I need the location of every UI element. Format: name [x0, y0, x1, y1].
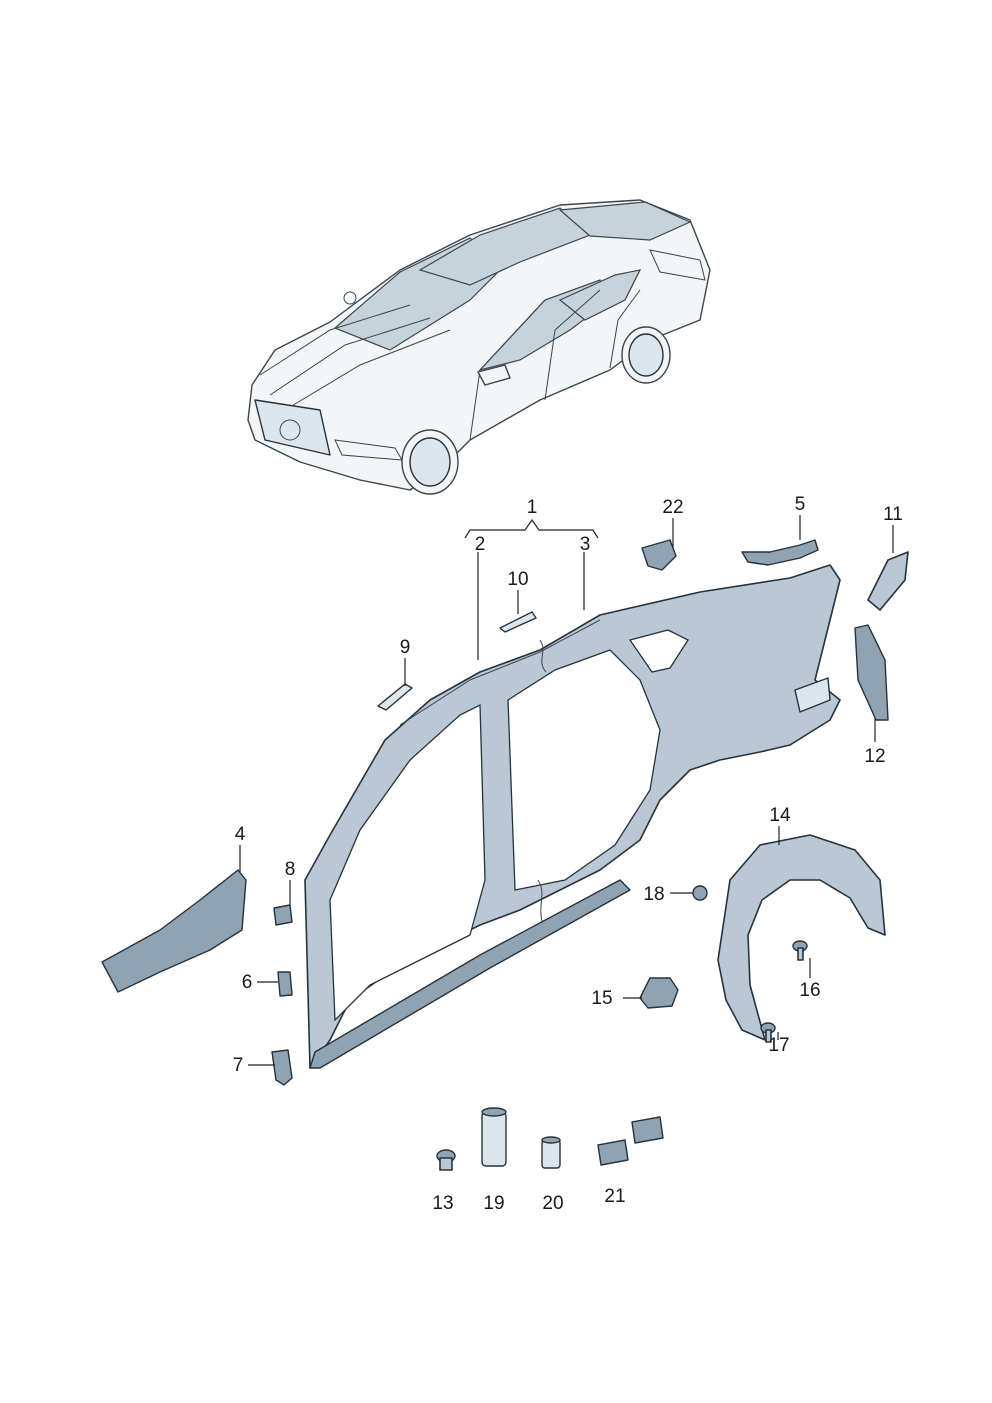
callout-3: 3	[580, 534, 591, 555]
callout-7: 7	[233, 1055, 244, 1076]
part-16-shape	[792, 940, 808, 961]
callout-19: 19	[483, 1193, 504, 1214]
part-8-shape	[273, 904, 293, 926]
part-12-shape	[854, 624, 889, 721]
car-overview-illustration	[247, 199, 711, 495]
part-9-shape	[377, 683, 413, 711]
part-10-shape	[499, 611, 537, 633]
part-4-shape	[101, 869, 247, 993]
part-15-shape	[639, 977, 679, 1009]
part-21-shape	[597, 1116, 664, 1166]
callout-18: 18	[643, 884, 664, 905]
part-13-shape	[436, 1149, 456, 1171]
callout-13: 13	[432, 1193, 453, 1214]
callout-22: 22	[662, 497, 683, 518]
part-17-shape	[760, 1022, 776, 1043]
callout-12: 12	[864, 746, 885, 767]
part-11-shape	[867, 551, 909, 611]
callout-6: 6	[242, 972, 253, 993]
callout-8: 8	[285, 859, 296, 880]
callout-labels: 1 2 3 4 5 6 7 8 9 10 11 12 13 14 15 16 1…	[233, 494, 903, 1214]
callout-14: 14	[769, 805, 791, 826]
leader-lines	[239, 515, 894, 1066]
callout-9: 9	[400, 637, 411, 658]
callout-4: 4	[235, 824, 246, 845]
side-panel-assembly	[304, 564, 841, 1069]
callout-2: 2	[475, 534, 486, 555]
callout-5: 5	[795, 494, 806, 515]
part-7-shape	[271, 1049, 293, 1086]
part-6-shape	[277, 971, 293, 997]
callout-15: 15	[591, 988, 612, 1009]
part-5-shape	[741, 539, 819, 566]
callout-11: 11	[883, 504, 903, 525]
part-14-shape	[717, 834, 886, 1041]
callout-10: 10	[507, 569, 528, 590]
part-19-shape	[481, 1107, 507, 1167]
part-18-shape	[692, 885, 708, 901]
callout-20: 20	[542, 1193, 563, 1214]
callout-16: 16	[799, 980, 820, 1001]
callout-21: 21	[604, 1186, 625, 1207]
part-20-shape	[541, 1136, 561, 1169]
part-22-shape	[641, 539, 677, 571]
callout-1: 1	[527, 497, 538, 518]
callout-17: 17	[768, 1035, 789, 1056]
